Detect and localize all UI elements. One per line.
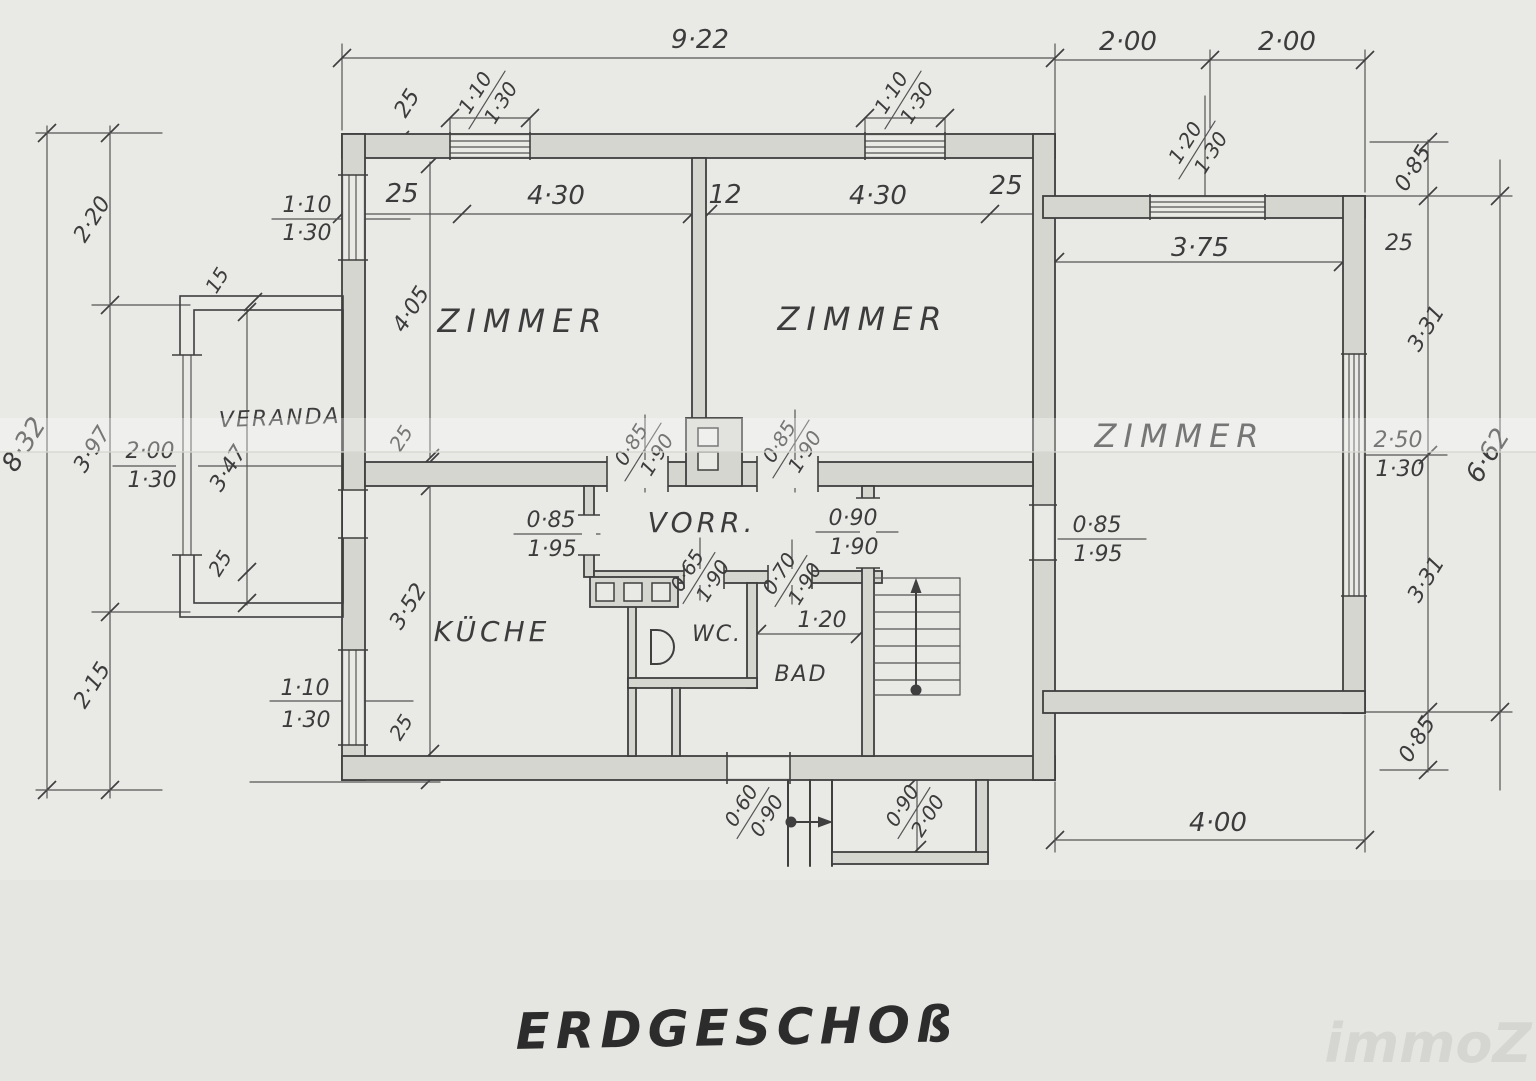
dim-veranda-win-h: 1·30 — [128, 468, 177, 493]
dim-zimmer1-height: 4·05 — [388, 282, 435, 337]
dim-right-331-bottom: 3·31 — [1403, 552, 1450, 607]
room-label-bad: BAD — [774, 662, 827, 687]
dim-right-085-bottom: 0·85 — [1394, 712, 1441, 767]
dim-annex-window: 1·20 1·30 — [1163, 117, 1233, 180]
dim-top-window2: 1·10 1·30 — [869, 67, 939, 130]
dim-annex-inner: 3·75 — [1171, 233, 1229, 263]
wc-basin — [650, 629, 675, 665]
dim-cellar-window: 0·60 0·90 — [719, 780, 788, 841]
dim-right-window-h: 1·30 — [1376, 457, 1425, 482]
dim-entry-door: 0·90 2·00 — [880, 780, 949, 841]
dim-lwin2-h: 1·30 — [282, 708, 331, 733]
room-label-kueche: KÜCHE — [434, 614, 551, 648]
room-label-zimmer1: ZIMMER — [436, 302, 608, 340]
dim-veranda-15: 15 — [200, 263, 234, 297]
drawing-title: ERDGESCHOß — [515, 995, 958, 1061]
dim-bad-width: 1·20 — [798, 608, 847, 633]
dim-right-331-top: 3·31 — [1403, 301, 1450, 356]
dim-door-kueche-h: 1·95 — [528, 537, 577, 562]
dim-row-430r: 4·30 — [849, 181, 907, 211]
dim-right-25: 25 — [1385, 231, 1413, 256]
dim-lwin2-w: 1·10 — [281, 676, 330, 701]
watermark: immoZ — [1324, 1012, 1532, 1075]
dim-top-wall25: 25 — [389, 85, 425, 122]
room-label-zimmer2: ZIMMER — [776, 300, 948, 338]
dim-left-215: 2·15 — [69, 658, 116, 713]
room-label-vorraum: VORR. — [647, 506, 756, 539]
staircase — [873, 577, 961, 696]
dim-veranda-25: 25 — [203, 546, 237, 580]
dim-top-total: 9·22 — [671, 25, 729, 55]
dim-row-25l: 25 — [385, 179, 418, 209]
paper-fold-crease — [0, 418, 1536, 453]
dim-lwin1-h: 1·30 — [283, 221, 332, 246]
dim-top-right-a: 2·00 — [1099, 27, 1157, 57]
dim-row-25r: 25 — [989, 171, 1022, 201]
room-label-veranda: VERANDA — [219, 404, 342, 433]
openings — [172, 132, 1367, 784]
dim-left-220: 2·20 — [69, 192, 116, 247]
room-label-wc: WC. — [692, 622, 742, 647]
dim-wall25-b: 25 — [384, 710, 418, 744]
dim-door-hall-w: 0·90 — [829, 506, 878, 531]
dim-right-window-w: 2·50 — [1374, 428, 1423, 453]
dim-door-hall-h: 1·90 — [830, 535, 879, 560]
dim-row-430l: 4·30 — [527, 181, 585, 211]
dim-lwin1-w: 1·10 — [283, 193, 332, 218]
dim-kueche-height: 3·52 — [385, 579, 432, 634]
dim-door-zimmer3-h: 1·95 — [1074, 542, 1123, 567]
dim-right-085-top: 0·85 — [1390, 141, 1437, 196]
dim-door-zimmer3-w: 0·85 — [1073, 513, 1122, 538]
entrance-porch — [785, 779, 989, 867]
dim-terrace-width: 4·00 — [1189, 808, 1247, 838]
room-label-zimmer3: ZIMMER — [1093, 417, 1265, 455]
dim-top-window1: 1·10 1·30 — [453, 67, 523, 130]
dim-top-right-b: 2·00 — [1258, 27, 1316, 57]
dim-door-kueche-w: 0·85 — [527, 508, 576, 533]
dim-row-12: 12 — [708, 180, 741, 210]
